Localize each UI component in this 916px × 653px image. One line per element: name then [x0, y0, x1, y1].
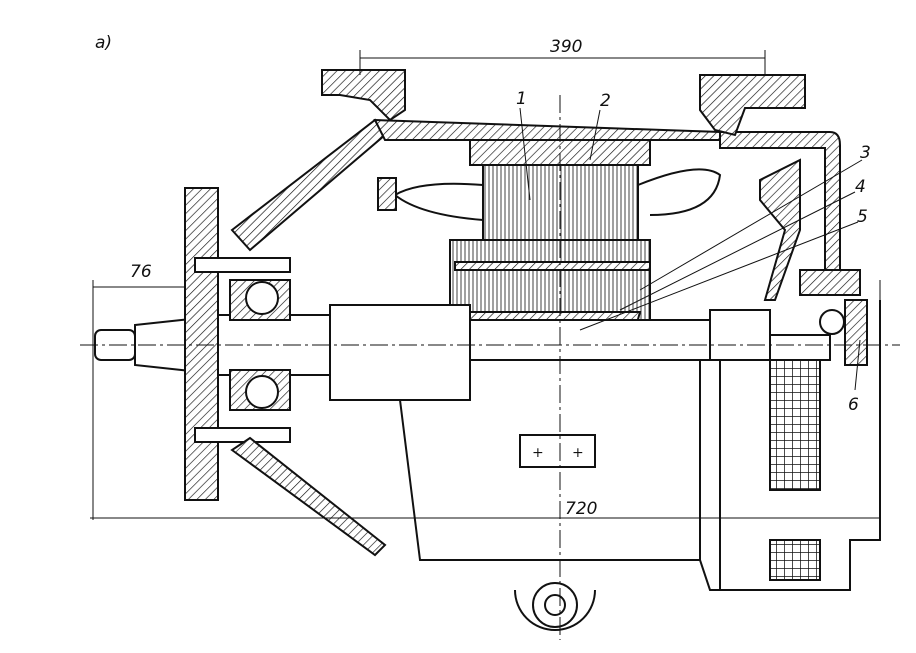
- dimension-390: 390: [550, 37, 582, 57]
- callout-5: 5: [857, 207, 868, 227]
- svg-text:+: +: [572, 445, 584, 461]
- winding-right: [637, 168, 722, 216]
- fan: [759, 158, 801, 301]
- terminal-box-grille: [769, 359, 821, 491]
- figure-label: а): [95, 33, 112, 53]
- dimension-720: 720: [565, 499, 597, 519]
- dimension-76: 76: [130, 262, 152, 282]
- foot-mount: [514, 582, 596, 631]
- callout-2: 2: [600, 91, 611, 111]
- nameplate: [519, 434, 596, 468]
- front-end-shield: [184, 187, 387, 557]
- callout-4: 4: [855, 177, 866, 197]
- callout-3: 3: [860, 143, 871, 163]
- callout-1: 1: [516, 89, 527, 109]
- housing-outline: [399, 300, 881, 591]
- rotor: [449, 239, 651, 321]
- dimension-lines: [90, 50, 881, 540]
- leader-lines: [519, 107, 863, 391]
- winding-left: [393, 182, 484, 221]
- svg-text:+: +: [532, 445, 544, 461]
- callout-6: 6: [848, 395, 859, 415]
- housing-section: [230, 69, 841, 271]
